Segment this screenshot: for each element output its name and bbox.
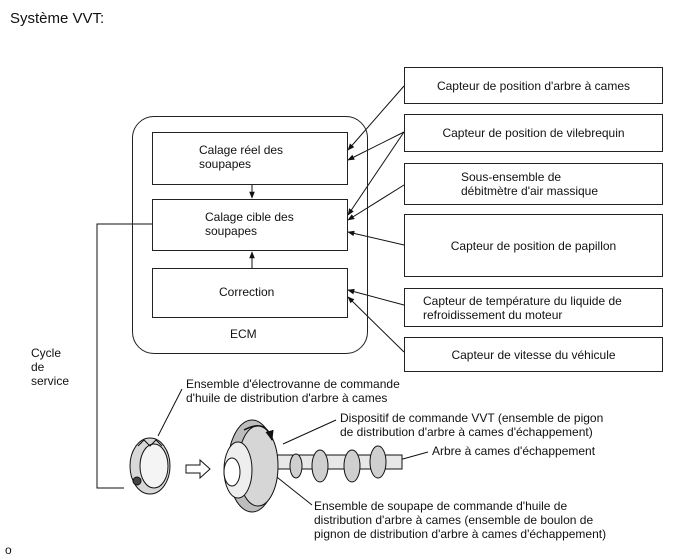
maf-meter: Sous-ensemble de débitmètre d'air massiq… bbox=[404, 163, 663, 205]
vvt-controller-callout: Dispositif de commande VVT (ensemble de … bbox=[340, 411, 603, 439]
correction-block: Correction bbox=[152, 268, 348, 318]
camshaft-position-sensor: Capteur de position d'arbre à cames bbox=[404, 67, 663, 104]
duty-cycle-label: Cycle de service bbox=[31, 346, 69, 388]
coolant-temperature-line1: Capteur de température du liquide de bbox=[423, 293, 622, 308]
vehicle-speed-sensor: Capteur de vitesse du véhicule bbox=[404, 337, 663, 372]
throttle-position-sensor: Capteur de position de papillon bbox=[404, 214, 663, 277]
target-timing-line2: soupapes bbox=[205, 224, 258, 238]
oil-control-valve-line2: distribution d'arbre à cames (ensemble d… bbox=[314, 513, 594, 527]
target-timing-line1: Calage cible des bbox=[205, 210, 294, 224]
target-timing-block: Calage cible des soupapes bbox=[152, 199, 348, 251]
arrow-crankshaft-to-target bbox=[347, 131, 405, 216]
figure-code: o bbox=[5, 543, 12, 557]
coolant-temperature-line2: refroidissement du moteur bbox=[423, 307, 563, 322]
arrow-crankshaft-to-actual bbox=[347, 131, 405, 161]
ecm-label: ECM bbox=[230, 327, 257, 341]
arrow-speed-to-correction bbox=[347, 296, 405, 353]
actual-timing-block: Calage réel des soupapes bbox=[152, 132, 348, 185]
oil-control-valve-callout: Ensemble de soupape de commande d'huile … bbox=[314, 499, 606, 541]
arrow-maf-to-target bbox=[347, 184, 405, 221]
solenoid-valve-drawing bbox=[129, 437, 171, 495]
crankshaft-position-sensor-label: Capteur de position de vilebrequin bbox=[442, 126, 625, 140]
vehicle-speed-sensor-label: Capteur de vitesse du véhicule bbox=[451, 347, 616, 362]
leader-solenoid bbox=[157, 388, 183, 437]
arrow-camshaft-to-actual bbox=[347, 85, 405, 151]
duty-cycle-line1: Cycle bbox=[31, 346, 62, 360]
vvt-controller-line1: Dispositif de commande VVT (ensemble de … bbox=[340, 411, 604, 425]
arrow-throttle-to-target bbox=[347, 230, 405, 246]
oil-control-valve-line1: Ensemble de soupape de commande d'huile … bbox=[314, 499, 568, 513]
ecm-frame bbox=[132, 116, 368, 354]
vvt-controller-line2: de distribution d'arbre à cames d'échapp… bbox=[340, 425, 593, 439]
crankshaft-position-sensor: Capteur de position de vilebrequin bbox=[404, 114, 663, 152]
diagram-title: Système VVT: bbox=[10, 10, 105, 27]
actual-timing-line2: soupapes bbox=[199, 157, 252, 171]
throttle-position-sensor-label: Capteur de position de papillon bbox=[450, 238, 617, 253]
actual-timing-line1: Calage réel des bbox=[199, 143, 284, 157]
correction-label: Correction bbox=[219, 285, 275, 299]
duty-cycle-line bbox=[96, 223, 152, 489]
vvt-camshaft-drawing bbox=[223, 419, 403, 513]
duty-cycle-line2: de bbox=[31, 360, 45, 374]
camshaft-position-sensor-label: Capteur de position d'arbre à cames bbox=[436, 78, 631, 93]
exhaust-camshaft-label: Arbre à cames d'échappement bbox=[432, 444, 596, 458]
coolant-temperature-sensor: Capteur de température du liquide de ref… bbox=[404, 288, 663, 327]
maf-meter-line1: Sous-ensemble de bbox=[461, 170, 562, 184]
leader-controller bbox=[282, 419, 337, 445]
solenoid-callout-line2: d'huile de distribution d'arbre à cames bbox=[186, 391, 388, 405]
duty-cycle-line3: service bbox=[31, 374, 70, 388]
maf-meter-line2: débitmètre d'air massique bbox=[461, 184, 599, 198]
arrow-coolant-to-correction bbox=[347, 288, 405, 306]
oil-control-valve-line3: pignon de distribution d'arbre à cames d… bbox=[314, 527, 607, 541]
solenoid-callout-line1: Ensemble d'électrovanne de commande bbox=[186, 377, 400, 391]
assembly-arrow bbox=[185, 458, 211, 480]
solenoid-callout: Ensemble d'électrovanne de commande d'hu… bbox=[186, 377, 400, 405]
